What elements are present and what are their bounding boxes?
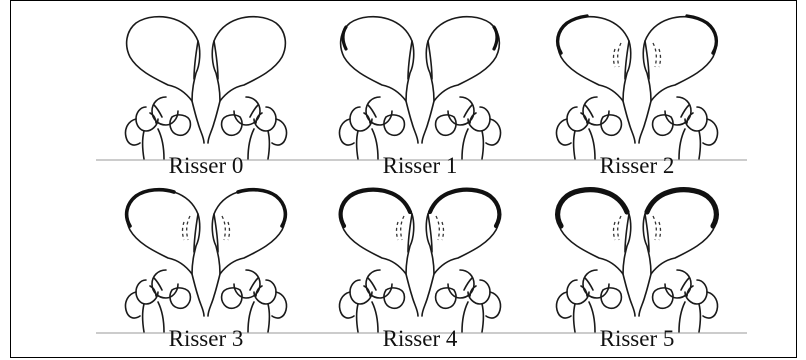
left-hemipelvis xyxy=(339,17,418,159)
stage-caption: Risser 0 xyxy=(106,153,306,179)
left-hemipelvis xyxy=(556,190,635,332)
stage-caption: Risser 2 xyxy=(537,153,737,179)
risser-stage-panel: Risser 2 xyxy=(537,13,737,185)
left-hemipelvis xyxy=(339,190,418,332)
risser-stage-panel: Risser 0 xyxy=(106,13,306,185)
right-hemipelvis xyxy=(639,190,718,332)
iliac-apophysis xyxy=(558,190,627,226)
right-hemipelvis xyxy=(422,17,501,159)
iliac-apophysis xyxy=(341,190,410,226)
left-hemipelvis xyxy=(125,190,204,332)
risser-stage-panel: Risser 5 xyxy=(537,186,737,358)
right-hemipelvis xyxy=(639,16,718,159)
stage-caption: Risser 4 xyxy=(320,326,520,352)
iliac-apophysis xyxy=(127,190,174,226)
iliac-apophysis xyxy=(343,27,346,49)
iliac-apophysis xyxy=(238,190,285,226)
iliac-apophysis xyxy=(558,16,587,53)
pelvis-drawing xyxy=(106,13,306,163)
pelvis-drawing xyxy=(320,186,520,336)
iliac-apophysis xyxy=(430,190,499,226)
iliac-apophysis xyxy=(647,190,716,226)
right-hemipelvis xyxy=(208,190,287,332)
pelvis-drawing xyxy=(106,186,306,336)
right-hemipelvis xyxy=(208,17,287,159)
stage-caption: Risser 1 xyxy=(320,153,520,179)
pelvis-drawing xyxy=(320,13,520,163)
left-hemipelvis xyxy=(125,17,204,159)
risser-stage-panel: Risser 1 xyxy=(320,13,520,185)
figure-frame: Risser 0 Risser 1 Risser 2 Risser 3 Risser 4… xyxy=(10,0,797,358)
stage-caption: Risser 3 xyxy=(106,326,306,352)
left-hemipelvis xyxy=(556,16,635,159)
pelvis-drawing xyxy=(537,186,737,336)
stage-caption: Risser 5 xyxy=(537,326,737,352)
iliac-apophysis xyxy=(687,16,716,53)
right-hemipelvis xyxy=(422,190,501,332)
iliac-apophysis xyxy=(494,27,497,49)
risser-stage-panel: Risser 4 xyxy=(320,186,520,358)
pelvis-drawing xyxy=(537,13,737,163)
risser-stage-panel: Risser 3 xyxy=(106,186,306,358)
